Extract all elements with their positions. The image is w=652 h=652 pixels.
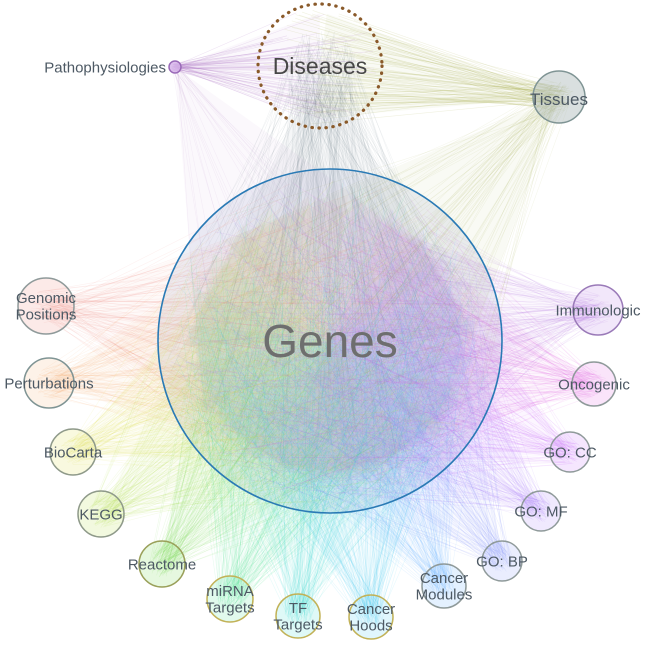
edge-glow-go_cc-genes (268, 208, 570, 474)
edge-bundle-genomic_positions-genes (30, 183, 479, 493)
edge-glow-cancer_modules-genes (197, 279, 463, 586)
edge-bundle-diseases-genes (167, 30, 480, 502)
label-tissues: Tissues (530, 90, 588, 109)
edge-bundle-pathophysiologies-genes (171, 63, 451, 474)
label-biocarta: BioCarta (44, 444, 103, 461)
edge-bundle-perturbations-genes (34, 193, 473, 487)
edge-glow-genomic_positions-genes (46, 195, 348, 487)
edge-glow-oncogenic-genes (306, 196, 594, 486)
label-diseases: Diseases (273, 53, 368, 79)
edge-bundle-tissues-diseases (263, 10, 574, 125)
label-cancer_modules: Modules (416, 587, 473, 604)
label-go_mf: GO: MF (514, 503, 567, 520)
node-kegg[interactable] (77, 490, 125, 538)
node-genomic_positions[interactable] (17, 277, 75, 335)
label-cancer_modules: Cancer (420, 570, 468, 587)
node-layer (17, 2, 624, 640)
edge-glow-go_mf-genes (238, 227, 541, 511)
label-pathophysiologies: Pathophysiologies (44, 59, 166, 76)
node-cancer_hoods[interactable] (348, 594, 394, 640)
edge-bundle-immunologic-genes (177, 215, 613, 500)
edge-bundle-mirna_targets-genes (180, 188, 490, 613)
edge-bundle-tissues-genes (187, 81, 573, 489)
label-genomic_positions: Genomic (16, 290, 77, 307)
node-genes-fill (158, 169, 502, 513)
label-tf_targets: Targets (273, 617, 322, 634)
edge-bundle-pathophysiologies-diseases (171, 12, 377, 122)
label-tf_targets: TF (289, 600, 307, 617)
node-go_cc[interactable] (549, 431, 591, 473)
node-oncogenic[interactable] (571, 361, 617, 407)
label-genes: Genes (262, 315, 398, 367)
edge-glow-go_bp-genes (214, 250, 503, 561)
label-immunologic: Immunologic (555, 302, 641, 319)
edge-bundle-cancer_hoods-genes (183, 187, 488, 630)
edge-glow-biocarta-genes (73, 206, 388, 476)
label-perturbations: Perturbations (4, 375, 93, 392)
label-go_bp: GO: BP (476, 553, 528, 570)
edge-glow-perturbations-genes (49, 196, 352, 486)
edge-glow-immunologic-genes (313, 195, 598, 487)
label-layer: Genes Diseases PathophysiologiesTissuesGen… (4, 53, 641, 634)
label-genomic_positions: Positions (16, 307, 77, 324)
edge-layer (30, 10, 613, 630)
edge-glow-pathophysiologies-genes (175, 67, 458, 413)
node-tf_targets[interactable] (275, 593, 321, 639)
edge-bundle-cancer_modules-genes (169, 187, 485, 597)
node-reactome[interactable] (138, 540, 186, 588)
edge-glow-tissues-genes (223, 97, 559, 442)
edge-glow-reactome-genes (162, 253, 447, 564)
edge-glow-pathophysiologies-diseases (175, 13, 321, 119)
label-reactome: Reactome (128, 556, 196, 573)
edge-glow-layer (46, 13, 598, 617)
label-cancer_hoods: Cancer (347, 601, 395, 618)
label-go_cc: GO: CC (543, 444, 597, 461)
node-cancer_modules[interactable] (421, 563, 467, 609)
edge-bundle-go_cc-genes (174, 188, 582, 498)
edge-glow-tf_targets-genes (184, 324, 476, 616)
node-go_mf[interactable] (520, 490, 562, 532)
edge-glow-cancer_hoods-genes (185, 319, 475, 617)
node-mirna_targets[interactable] (206, 575, 254, 623)
edge-glow-diseases-genes (183, 66, 477, 347)
label-mirna_targets: Targets (205, 600, 254, 617)
label-kegg: KEGG (79, 506, 122, 523)
node-biocarta[interactable] (49, 428, 97, 476)
edge-glow-kegg-genes (101, 224, 419, 514)
edge-bundle-reactome-genes (148, 181, 486, 578)
hub-fill-layer (158, 169, 502, 513)
edge-bundle-go_mf-genes (170, 190, 554, 523)
node-pathophysiologies[interactable] (168, 60, 182, 74)
node-perturbations[interactable] (23, 357, 75, 409)
node-genes[interactable] (157, 168, 503, 514)
node-diseases[interactable] (256, 2, 384, 130)
label-mirna_targets: miRNA (206, 583, 254, 600)
node-immunologic[interactable] (572, 284, 624, 336)
edge-bundle-oncogenic-genes (196, 183, 607, 491)
edge-bundle-tf_targets-genes (176, 183, 470, 628)
edge-bundle-biocarta-genes (59, 180, 487, 482)
edge-bundle-go_bp-genes (176, 179, 513, 572)
node-go_bp[interactable] (481, 540, 523, 582)
label-oncogenic: Oncogenic (558, 376, 630, 393)
label-cancer_hoods: Hoods (349, 618, 392, 635)
edge-bundle-kegg-genes (88, 197, 478, 528)
edge-glow-mirna_targets-genes (193, 288, 467, 599)
node-tissues[interactable] (532, 70, 586, 124)
